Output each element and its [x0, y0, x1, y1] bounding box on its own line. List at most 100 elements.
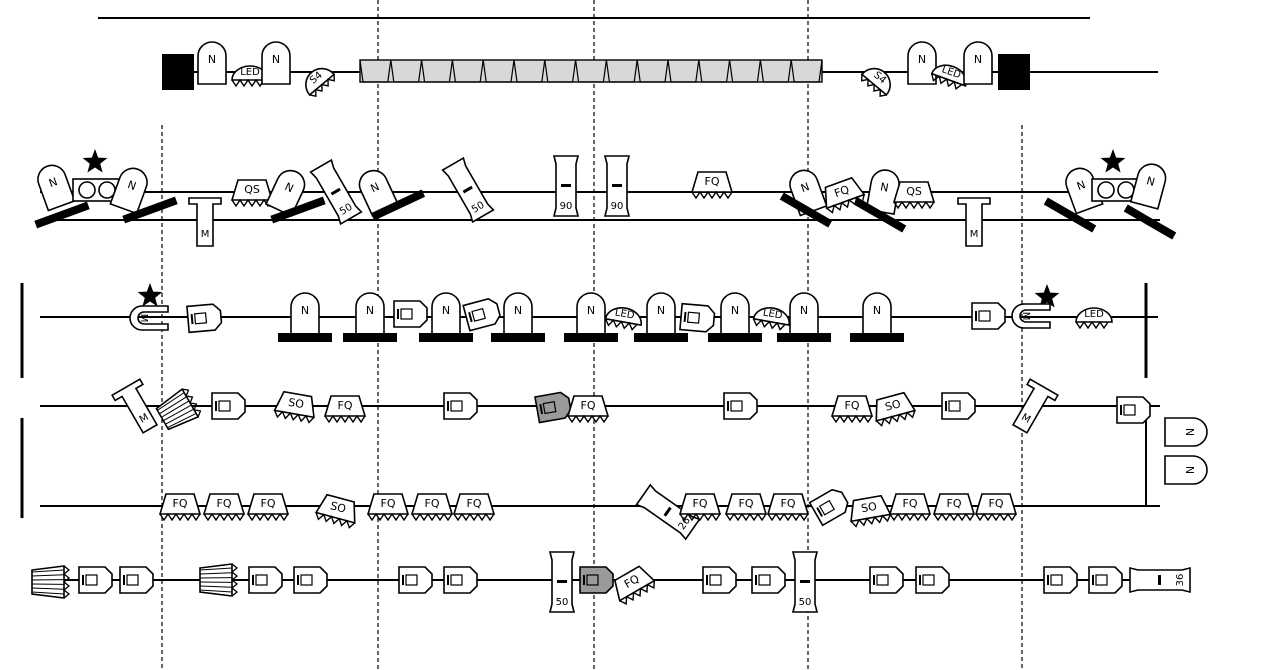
bulb-n-16: N [491, 292, 545, 342]
part-label: N [301, 304, 309, 317]
cap-fq-2: FQ [824, 176, 866, 214]
end-block-right [998, 54, 1030, 90]
cap-fq-9: FQ [366, 493, 410, 522]
socket-21 [751, 566, 786, 594]
cap-fq-17: FQ [974, 493, 1018, 522]
cap-fq-12: FQ [678, 493, 722, 522]
part-label: FQ [381, 497, 396, 510]
part-label: SO [884, 397, 903, 414]
cap-fq-7: FQ [202, 493, 246, 522]
part-label: M [970, 229, 979, 240]
tube-50-2: 50 [441, 156, 495, 224]
cap-so-2: SO [875, 391, 917, 427]
socket-11 [1116, 396, 1151, 424]
hook-m-1: M [129, 305, 169, 331]
part-label: M [138, 314, 149, 323]
led-3: LED [604, 307, 642, 331]
guide-lines [98, 0, 1090, 670]
mounting-plate-7 [1043, 197, 1097, 233]
part-label: LED [1084, 309, 1104, 320]
socket-19-dark [579, 566, 614, 594]
tube-90-2: 90 [603, 155, 631, 217]
bulb-n-1: N [197, 41, 227, 85]
tube-36-1: 36 [1129, 566, 1191, 594]
part-label: FQ [739, 497, 754, 510]
socket-3 [462, 297, 501, 332]
socket-14 [119, 566, 154, 594]
socket-17 [398, 566, 433, 594]
cap-fq-13: FQ [724, 493, 768, 522]
cap-fq-4: FQ [566, 395, 610, 424]
socket-13 [78, 566, 113, 594]
socket-12 [808, 488, 849, 527]
mounting-plate-8 [1123, 204, 1177, 240]
socket-8-dark [534, 391, 572, 424]
cap-fq-3: FQ [323, 395, 367, 424]
cap-fq-14: FQ [766, 493, 810, 522]
part-label: N [873, 304, 881, 317]
cap-fq-11: FQ [452, 493, 496, 522]
star-marker-4 [1034, 284, 1060, 308]
part-label: SO [329, 499, 348, 516]
bulb-n-13: N [278, 292, 332, 342]
part-label: FQ [705, 175, 720, 188]
bulb-n-4: N [963, 41, 993, 85]
part-label: N [1183, 428, 1196, 436]
cap-fq-10: FQ [410, 493, 454, 522]
cap-fq-1: FQ [690, 171, 734, 200]
star-marker-1 [82, 149, 108, 173]
cap-so-1: SO [273, 390, 315, 424]
part-label: N [731, 304, 739, 317]
bracket-m-3: M [111, 378, 159, 434]
part-label: N [514, 304, 522, 317]
socket-24 [1043, 566, 1078, 594]
star-marker-2 [1100, 149, 1126, 173]
star-marker-3 [137, 283, 163, 307]
part-label: N [366, 304, 374, 317]
part-label: FQ [261, 497, 276, 510]
tube-50-1: 50 [309, 158, 363, 226]
bulb-n-20: N [777, 292, 831, 342]
bulb-n-14: N [343, 292, 397, 342]
part-label: M [1020, 312, 1031, 321]
part-label: N [879, 180, 889, 194]
socket-6 [211, 392, 246, 420]
cap-fq-16: FQ [932, 493, 976, 522]
socket-4 [679, 302, 716, 333]
bracket-m-1: M [188, 197, 222, 247]
socket-5 [971, 302, 1006, 330]
part-label: FQ [217, 497, 232, 510]
socket-1 [186, 303, 223, 334]
bulb-n-7: N [264, 169, 306, 217]
mounting-plate-5 [779, 192, 833, 228]
part-label: N [800, 304, 808, 317]
part-label: LED [762, 307, 783, 321]
bulb-n-12: N [1129, 163, 1167, 210]
bulb-n-3: N [907, 41, 937, 85]
cap-so-3: SO [314, 493, 356, 529]
part-label: 50 [556, 597, 569, 608]
socket-22 [869, 566, 904, 594]
cap-fq-8: FQ [246, 493, 290, 522]
double-lens-2 [1091, 178, 1141, 202]
socket-9 [723, 392, 758, 420]
bracket-m-2: M [957, 197, 991, 247]
led-5: LED [1075, 307, 1113, 330]
switch-s4-1: S4 [305, 67, 336, 97]
socket-16 [293, 566, 328, 594]
part-label: FQ [693, 497, 708, 510]
part-label: SO [287, 396, 305, 412]
cap-fq-15: FQ [888, 493, 932, 522]
part-label: QS [906, 185, 922, 198]
mounting-plate-3 [270, 196, 326, 224]
part-label: FQ [338, 399, 353, 412]
bulb-n-5: N [37, 164, 76, 212]
part-label: 50 [799, 597, 812, 608]
mounting-plate-1 [34, 201, 90, 229]
led-4: LED [752, 307, 790, 331]
part-label: QS [244, 183, 260, 196]
socket-10 [941, 392, 976, 420]
cap-fq-18: FQ [613, 565, 656, 605]
part-label: FQ [581, 399, 596, 412]
